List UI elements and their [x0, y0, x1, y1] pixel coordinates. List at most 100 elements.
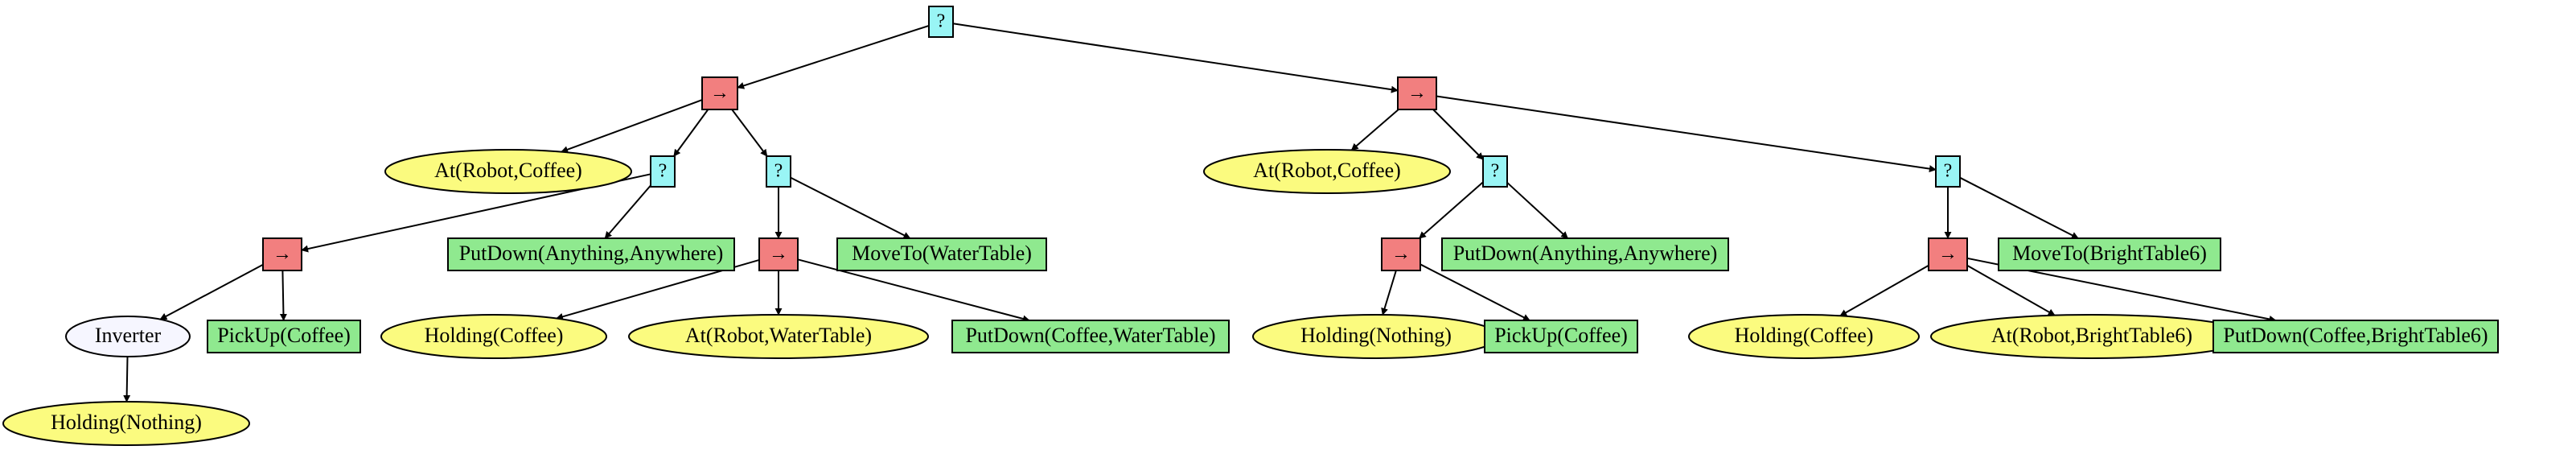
- edge-seq_right-to-cond_at_coffee_right: [1350, 109, 1399, 151]
- action-label: PickUp(Coffee): [217, 324, 351, 347]
- node-act-pickup-right: PickUp(Coffee): [1484, 320, 1638, 353]
- edge-seq_pickup-to-act_pickup_left: [279, 270, 287, 321]
- action-shape: [1998, 237, 2221, 271]
- node-act-putdown-any-right: PutDown(Anything,Anywhere): [1441, 237, 1729, 271]
- node-cond-holding-coffee-water: Holding(Coffee): [380, 314, 607, 359]
- action-label: MoveTo(BrightTable6): [2012, 242, 2207, 265]
- edge-seq_water-to-act_putdown_watertable: [797, 258, 1030, 323]
- node-seq-pickup-right: →: [1381, 237, 1421, 271]
- action-shape: [1441, 237, 1729, 271]
- edge-fb_bright-to-act_moveto_brighttable: [1959, 176, 2079, 239]
- node-fb-water: ?: [766, 155, 791, 188]
- action-shape: [207, 320, 361, 353]
- edge-seq_bright-to-cond_holding_coffee_bright: [1839, 264, 1929, 317]
- edge-fb_pickup_right-to-act_putdown_any_right: [1506, 182, 1568, 239]
- sequence-label: →: [1938, 244, 1958, 265]
- condition-label: At(Robot,Coffee): [434, 159, 582, 182]
- condition-label: At(Robot,Coffee): [1253, 159, 1401, 182]
- fallback-shape: [766, 155, 791, 188]
- edge-inverter-to-cond_holding_nothing_left: [123, 356, 131, 403]
- node-cond-at-coffee-left: At(Robot,Coffee): [384, 149, 632, 194]
- condition-shape: [1688, 314, 1920, 359]
- action-label: PutDown(Coffee,BrightTable6): [2223, 324, 2488, 347]
- sequence-shape: [262, 237, 302, 271]
- condition-shape: [380, 314, 607, 359]
- edge-seq_pickup-to-inverter: [159, 263, 264, 320]
- condition-label: At(Robot,BrightTable6): [1991, 324, 2192, 347]
- edge-fb_pickup_right-to-seq_pickup_right: [1419, 181, 1484, 239]
- node-cond-at-brighttable: At(Robot,BrightTable6): [1930, 314, 2253, 359]
- node-seq-pickup: →: [262, 237, 302, 271]
- edge-seq_left-to-fb_water: [731, 109, 768, 157]
- action-shape: [2212, 320, 2499, 353]
- sequence-shape: [1381, 237, 1421, 271]
- node-cond-at-watertable: At(Robot,WaterTable): [628, 314, 929, 359]
- fallback-shape: [1482, 155, 1508, 188]
- node-cond-holding-nothing-left: Holding(Nothing): [2, 401, 250, 446]
- condition-shape: [384, 149, 632, 194]
- condition-shape: [2, 401, 250, 446]
- edge-seq_pickup_right-to-cond_holding_nothing_right: [1381, 270, 1397, 316]
- sequence-shape: [1397, 76, 1437, 110]
- fallback-shape: [928, 6, 954, 38]
- node-act-putdown-brighttable: PutDown(Coffee,BrightTable6): [2212, 320, 2499, 353]
- action-label: PickUp(Coffee): [1494, 324, 1628, 347]
- fallback-label: ?: [659, 161, 668, 182]
- condition-label: At(Robot,WaterTable): [685, 324, 872, 347]
- fallback-shape: [1935, 155, 1961, 188]
- node-act-pickup-left: PickUp(Coffee): [207, 320, 361, 353]
- action-shape: [447, 237, 735, 271]
- node-seq-right: →: [1397, 76, 1437, 110]
- node-seq-water: →: [758, 237, 799, 271]
- sequence-label: →: [1407, 83, 1427, 104]
- node-fb-pickup: ?: [650, 155, 676, 188]
- edge-root-to-seq_left: [737, 24, 930, 89]
- condition-shape: [1203, 149, 1451, 194]
- node-act-moveto-watertable: MoveTo(WaterTable): [836, 237, 1047, 271]
- node-root: ?: [928, 6, 954, 38]
- edge-seq_left-to-cond_at_coffee_left: [561, 99, 703, 154]
- action-label: PutDown(Anything,Anywhere): [459, 242, 724, 265]
- sequence-label: →: [273, 244, 292, 265]
- node-inverter: Inverter: [65, 316, 191, 357]
- edge-seq_pickup_right-to-act_pickup_right: [1419, 263, 1530, 321]
- action-shape: [836, 237, 1047, 271]
- node-fb-bright: ?: [1935, 155, 1961, 188]
- node-cond-holding-nothing-right: Holding(Nothing): [1252, 314, 1500, 359]
- action-shape: [951, 320, 1230, 353]
- sequence-shape: [701, 76, 738, 110]
- sequence-shape: [1928, 237, 1968, 271]
- node-act-putdown-watertable: PutDown(Coffee,WaterTable): [951, 320, 1230, 353]
- edge-fb_water-to-act_moveto_watertable: [790, 176, 911, 239]
- sequence-label: →: [1391, 244, 1411, 265]
- condition-label: Holding(Nothing): [1300, 324, 1452, 347]
- fallback-label: ?: [774, 161, 783, 182]
- node-seq-bright: →: [1928, 237, 1968, 271]
- edge-fb_pickup-to-act_putdown_any_left: [604, 184, 651, 239]
- sequence-label: →: [710, 83, 729, 104]
- edge-seq_right-to-fb_bright: [1436, 95, 1937, 173]
- condition-label: Holding(Coffee): [1735, 324, 1874, 347]
- condition-label: Holding(Nothing): [51, 411, 202, 434]
- decorator-label: Inverter: [95, 324, 162, 347]
- action-label: MoveTo(WaterTable): [852, 242, 1032, 265]
- fallback-label: ?: [1491, 161, 1500, 182]
- action-label: PutDown(Coffee,WaterTable): [965, 324, 1215, 347]
- action-label: PutDown(Anything,Anywhere): [1453, 242, 1718, 265]
- edge-seq_right-to-fb_pickup_right: [1432, 109, 1484, 160]
- sequence-label: →: [769, 244, 788, 265]
- condition-label: Holding(Coffee): [425, 324, 564, 347]
- edge-seq_left-to-fb_pickup: [673, 109, 709, 157]
- condition-shape: [628, 314, 929, 359]
- fallback-label: ?: [937, 11, 946, 32]
- fallback-shape: [650, 155, 676, 188]
- node-fb-pickup-right: ?: [1482, 155, 1508, 188]
- node-act-putdown-any-left: PutDown(Anything,Anywhere): [447, 237, 735, 271]
- nodes-layer: ?→At(Robot,Coffee)?→InverterHolding(Noth…: [2, 6, 2499, 446]
- edge-seq_bright-to-cond_at_brighttable: [1966, 264, 2056, 316]
- action-shape: [1484, 320, 1638, 353]
- node-cond-holding-coffee-bright: Holding(Coffee): [1688, 314, 1920, 359]
- sequence-shape: [758, 237, 799, 271]
- node-seq-left: →: [701, 76, 738, 110]
